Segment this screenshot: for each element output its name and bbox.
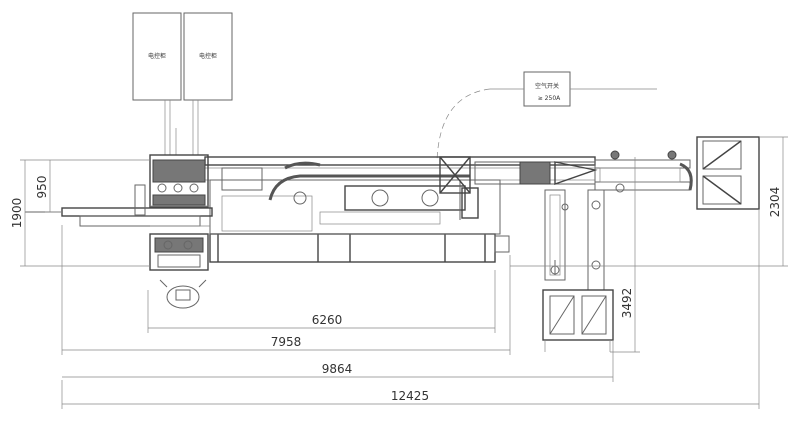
operator-position	[159, 279, 207, 309]
dimension-lines: 6260 7958 9864 12425 1900 950 2304 3492	[10, 136, 788, 409]
hydraulic-pack	[696, 136, 760, 210]
dim-2304: 2304	[768, 187, 782, 218]
feed-carrier	[542, 189, 614, 352]
air-switch-rating: ≥ 250A	[538, 95, 561, 102]
right-cabinet-label: 电控柜	[199, 52, 217, 60]
air-switch-title: 空气开关	[535, 82, 559, 90]
drill-head-lower	[149, 233, 209, 271]
dim-3492: 3492	[620, 288, 634, 319]
dim-7958: 7958	[271, 335, 302, 349]
dim-6260: 6260	[312, 313, 343, 327]
dashed-cable-route	[436, 88, 491, 161]
right-cabinet	[183, 12, 233, 101]
air-switch-box: 空气开关 ≥ 250A	[436, 71, 657, 161]
left-cabinet-label: 电控柜	[148, 52, 166, 60]
main-machine	[25, 150, 693, 309]
electric-cabinets: 电控柜 电控柜	[132, 12, 233, 155]
base-frame	[209, 233, 496, 263]
dim-9864: 9864	[322, 362, 353, 376]
dim-12425: 12425	[391, 389, 429, 403]
hydraulic-pack-frame	[696, 136, 760, 210]
drill-head-upper	[149, 154, 209, 208]
bottom-skid	[542, 289, 614, 341]
left-cabinet	[132, 12, 182, 101]
dim-950: 950	[35, 176, 49, 199]
dim-1900: 1900	[10, 198, 24, 229]
